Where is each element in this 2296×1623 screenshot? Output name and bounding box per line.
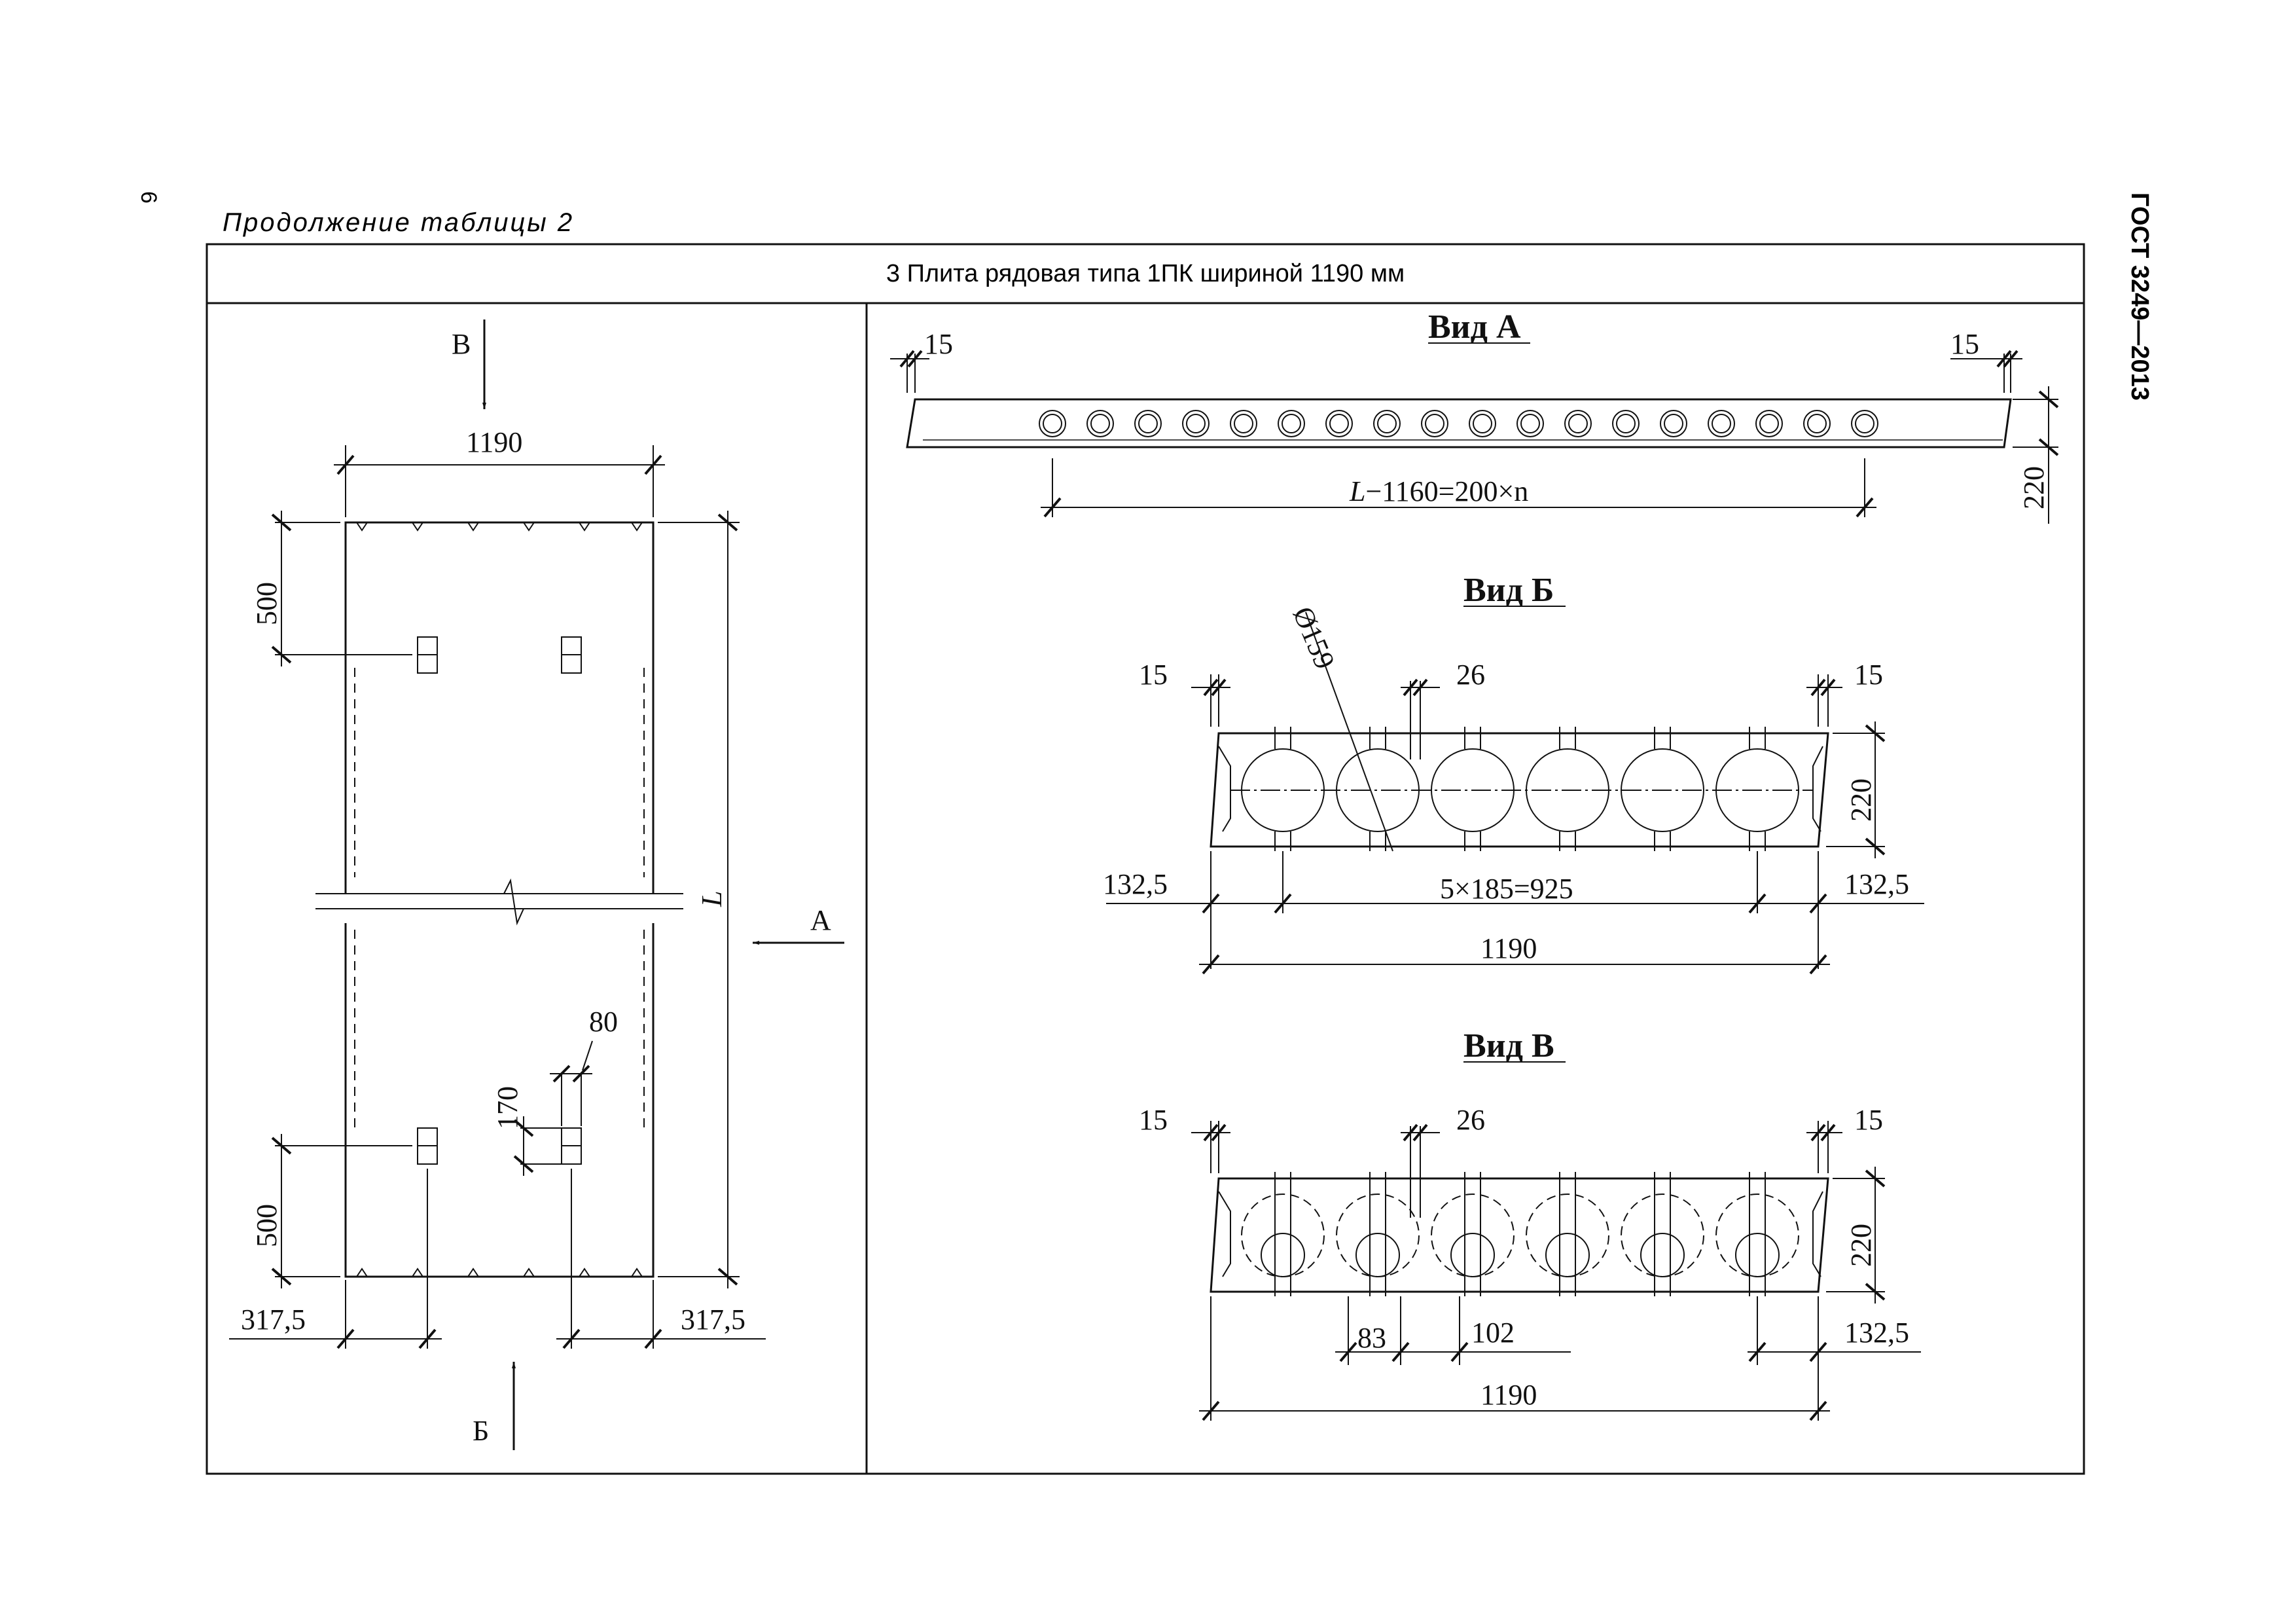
arrow-label-a: А: [810, 904, 831, 936]
view-b-dim-132-left: 132,5: [1103, 868, 1168, 900]
plan-length-dim: L: [696, 891, 728, 907]
view-v-dim-26: 26: [1456, 1104, 1485, 1136]
view-b-dim-spacing: 5×185=925: [1440, 873, 1573, 905]
view-b-labels: Вид Б Ø159 15 26 15 220 132,5 132,5 5×18…: [1103, 572, 1909, 964]
plan-view: [229, 319, 844, 1450]
view-v-dim-15-right: 15: [1854, 1104, 1883, 1136]
view-b-dim-15-right: 15: [1854, 659, 1883, 691]
view-a-title: Вид А: [1428, 308, 1521, 346]
view-a-dim-220: 220: [2018, 466, 2050, 509]
plan-dim-500-top: 500: [251, 582, 283, 625]
view-b-dim-1190: 1190: [1480, 932, 1537, 964]
table-continuation-caption: Продолжение таблицы 2: [223, 208, 575, 237]
plan-dim-80: 80: [589, 1006, 618, 1038]
view-v-dim-83: 83: [1357, 1322, 1386, 1354]
view-a-dim-15-right: 15: [1950, 328, 1979, 360]
view-b-dim-26: 26: [1456, 659, 1485, 691]
arrow-label-b: Б: [473, 1415, 489, 1447]
view-v-labels: Вид В 15 26 15 220 83 102 132,5 1190: [1139, 1027, 1909, 1411]
plan-dim-500-bottom: 500: [251, 1204, 283, 1247]
table-frame: [206, 243, 2085, 1475]
view-v-title: Вид В: [1463, 1027, 1554, 1065]
view-b-dim-132-right: 132,5: [1844, 868, 1909, 900]
view-v-dim-102: 102: [1471, 1317, 1515, 1349]
view-b-title: Вид Б: [1463, 572, 1554, 609]
view-a-dim-15-left: 15: [924, 328, 953, 360]
view-b-dim-diameter: Ø159: [1287, 602, 1341, 674]
view-v-dim-132-right: 132,5: [1844, 1317, 1909, 1349]
plan-dim-170: 170: [492, 1086, 524, 1129]
view-a-drawing: [890, 350, 2059, 524]
view-v-dim-220: 220: [1845, 1224, 1877, 1267]
view-v-dim-15-left: 15: [1139, 1104, 1168, 1136]
view-b-drawing: [1106, 611, 1924, 975]
view-b-dim-15-left: 15: [1139, 659, 1168, 691]
view-v-drawing: [1191, 1121, 1921, 1421]
plan-dim-317-left: 317,5: [241, 1304, 306, 1336]
plan-dim-317-right: 317,5: [681, 1304, 745, 1336]
view-a-labels: Вид А 15 15 220 L−1160=200×n: [924, 308, 2050, 509]
plan-labels: В Б А 1190 L 500 500 80 170 317,5 317,5: [241, 328, 831, 1447]
view-v-dim-1190: 1190: [1480, 1379, 1537, 1411]
table-row-title: 3 Плита рядовая типа 1ПК шириной 1190 мм: [886, 260, 1405, 287]
view-a-dim-l: L−1160=200×n: [1349, 475, 1528, 507]
view-b-dim-220: 220: [1845, 778, 1877, 822]
plan-width-dim: 1190: [466, 426, 522, 458]
arrow-label-v: В: [452, 328, 471, 360]
